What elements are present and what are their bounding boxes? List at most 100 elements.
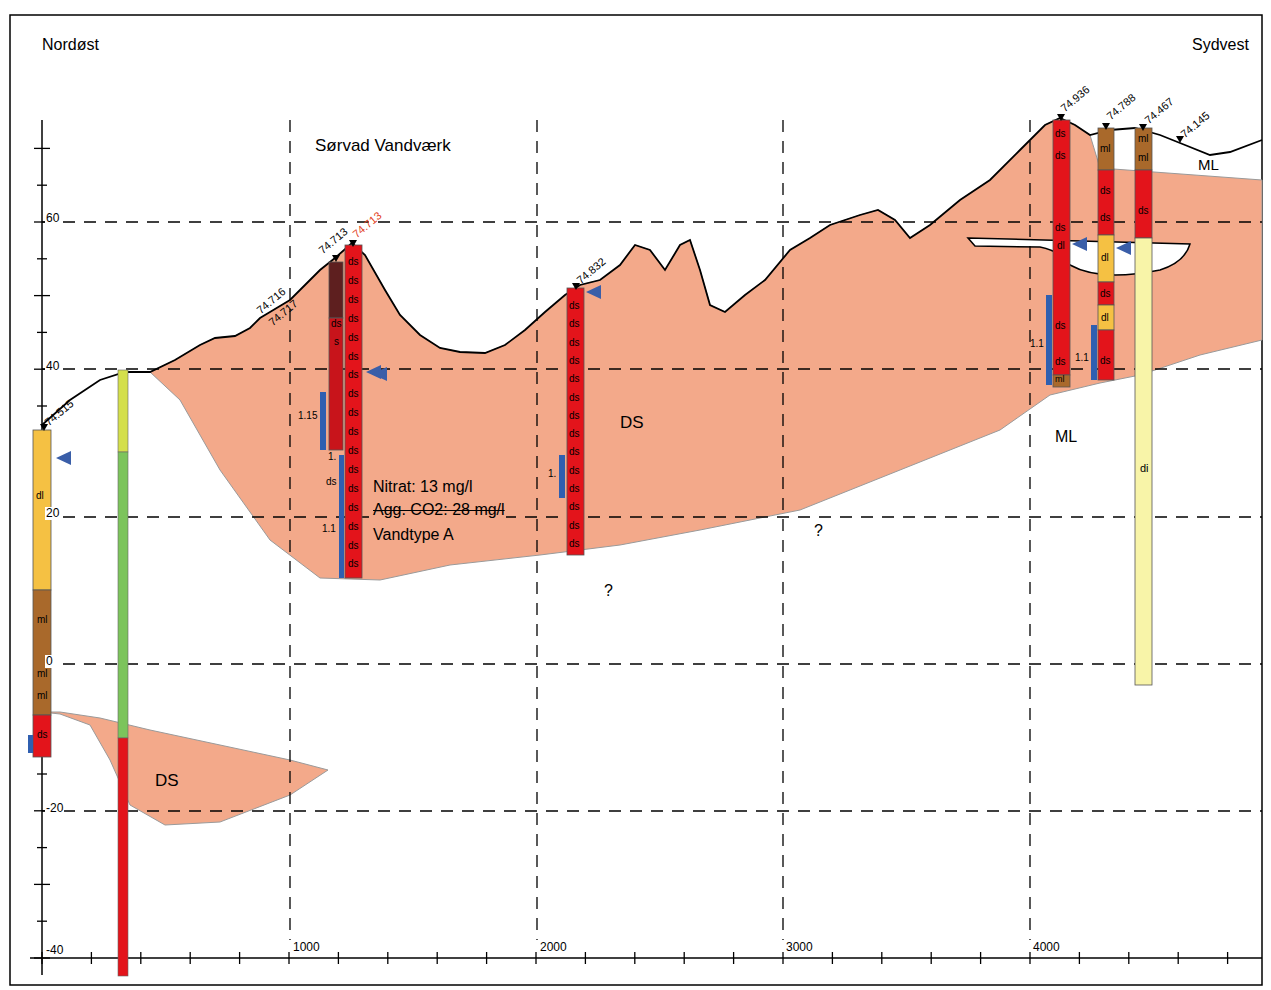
log-code: ds xyxy=(348,294,359,305)
grid-line xyxy=(42,516,1262,517)
log-code: 1. xyxy=(328,451,336,462)
log-code: ds xyxy=(569,318,580,329)
log-code: ds xyxy=(1100,355,1111,366)
grid-line xyxy=(42,810,1262,811)
water-note: Vandtype A xyxy=(372,526,455,544)
log-code: ds xyxy=(569,465,580,476)
screen-bar xyxy=(320,392,326,450)
log-code: ml xyxy=(1100,143,1111,154)
log-code: ds xyxy=(331,318,342,329)
borehole-ds xyxy=(1098,330,1114,380)
axis-tick xyxy=(733,952,734,964)
borehole-id: 74.788 xyxy=(1104,91,1138,122)
borehole-di xyxy=(1135,238,1152,685)
borehole-id: 74.832 xyxy=(574,255,608,286)
screen-bar xyxy=(1091,325,1097,380)
borehole-ds xyxy=(1098,282,1114,305)
direction-label: Sydvest xyxy=(1192,36,1249,54)
log-code: ds xyxy=(348,540,359,551)
log-code: ds xyxy=(348,313,359,324)
axis-tick xyxy=(684,952,685,964)
water-level xyxy=(56,451,71,465)
axis-value: 20 xyxy=(45,507,60,520)
borehole-ml xyxy=(1098,128,1114,170)
axis-tick xyxy=(41,952,42,964)
axis-tick xyxy=(34,884,50,885)
axis-tick xyxy=(34,148,50,149)
log-code: ds xyxy=(348,502,359,513)
log-code: 1.15 xyxy=(298,410,317,421)
borehole-ml xyxy=(1053,375,1070,387)
site-name: Sørvad Vandværk xyxy=(315,137,451,156)
axis-tick xyxy=(37,185,47,186)
borehole-ds xyxy=(33,715,51,757)
log-code: ds xyxy=(348,332,359,343)
unknown-mark: ? xyxy=(604,582,613,600)
water-note: Agg. CO2: 28 mg/l xyxy=(372,501,506,519)
water-level xyxy=(372,367,387,381)
water-level xyxy=(586,285,601,299)
log-code: ds xyxy=(1055,320,1066,331)
borehole-dl xyxy=(1098,305,1114,330)
top-marker xyxy=(1057,114,1065,121)
screen-bar xyxy=(28,735,33,753)
ds-layer xyxy=(150,118,1262,580)
borehole-ml xyxy=(1135,128,1152,170)
borehole-id: 74.145 xyxy=(1178,109,1212,140)
axis-tick xyxy=(34,295,50,296)
top-marker xyxy=(349,240,357,247)
borehole-ds xyxy=(1098,170,1114,235)
axis-tick xyxy=(1178,952,1179,964)
borehole-ds xyxy=(329,318,343,450)
log-code: ds xyxy=(569,483,580,494)
log-code: ml xyxy=(1138,133,1149,144)
log-code: ds xyxy=(1055,128,1066,139)
log-code: 1. xyxy=(548,468,556,479)
log-code: ds xyxy=(569,373,580,384)
top-marker xyxy=(1102,123,1110,130)
log-code: ds xyxy=(1055,150,1066,161)
log-code: 1.1 xyxy=(1075,352,1089,363)
log-code: ml xyxy=(1055,375,1065,385)
log-code: ds xyxy=(1100,185,1111,196)
axis-tick xyxy=(140,952,141,964)
borehole-ml xyxy=(33,590,51,715)
axis-value: 4000 xyxy=(1032,941,1061,954)
top-marker xyxy=(332,255,340,262)
axis-tick xyxy=(37,921,47,922)
well-column xyxy=(118,452,128,738)
unknown-mark: ? xyxy=(814,522,823,540)
borehole-ds xyxy=(329,262,343,318)
log-code: ds xyxy=(569,392,580,403)
axis-tick xyxy=(980,952,981,964)
log-code: ds xyxy=(1055,222,1066,233)
grid-line xyxy=(782,120,783,940)
well-column xyxy=(118,738,128,976)
ds-layer-lower xyxy=(42,712,328,825)
water-level xyxy=(1116,241,1131,255)
water-note: Nitrat: 13 mg/l xyxy=(372,478,474,496)
direction-label: Nordøst xyxy=(42,36,99,54)
axis-tick xyxy=(782,952,783,964)
axis-value: 3000 xyxy=(785,941,814,954)
screen-bar xyxy=(1046,295,1052,385)
log-code: ds xyxy=(569,538,580,549)
log-code: ds xyxy=(569,428,580,439)
borehole-ds xyxy=(1135,170,1152,238)
axis-tick xyxy=(486,952,487,964)
screen-bar xyxy=(339,455,344,578)
log-code: ds xyxy=(37,729,48,740)
axis-value: 60 xyxy=(45,212,60,225)
axis-tick xyxy=(37,847,47,848)
log-code: ds xyxy=(348,464,359,475)
screen-bar xyxy=(559,455,565,498)
borehole-id: 74.467 xyxy=(1142,95,1176,126)
axis-tick xyxy=(190,952,191,964)
axis-tick xyxy=(585,952,586,964)
axis-value: -20 xyxy=(45,802,64,815)
log-code: ml xyxy=(1138,152,1149,163)
log-code: ds xyxy=(1100,212,1111,223)
axis-tick xyxy=(239,952,240,964)
borehole-id: 74.515 xyxy=(42,397,76,428)
